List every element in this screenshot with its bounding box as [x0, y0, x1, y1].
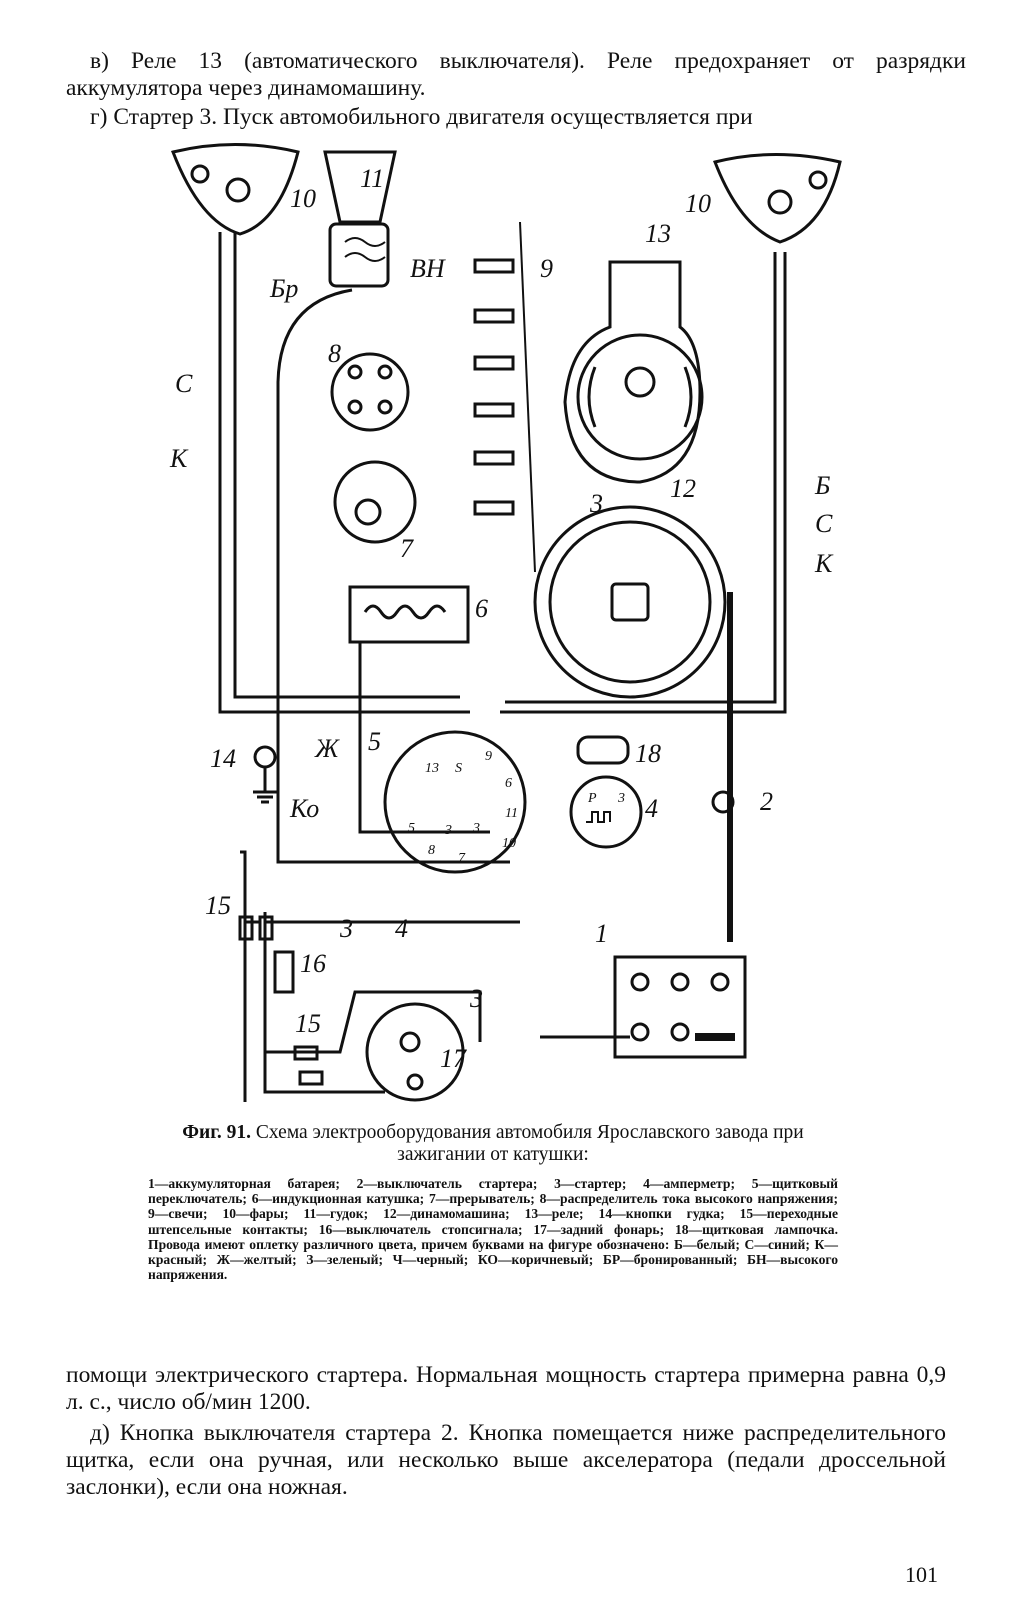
- wiring-diagram: 10 11 10 13 9 ВН Бр 8 С К 12 Б С К 7 3 6…: [169, 143, 842, 1102]
- label-17: 17: [440, 1044, 467, 1073]
- wiring-diagram-figure: 10 11 10 13 9 ВН Бр 8 С К 12 Б С К 7 3 6…: [140, 142, 900, 1102]
- left-headlamp-bulb-small: [190, 164, 210, 184]
- label-15-bottom: 15: [295, 1009, 321, 1038]
- label-15-top: 15: [205, 891, 231, 920]
- label-wire-Ko: Ко: [289, 794, 319, 823]
- horn-button: [253, 745, 277, 769]
- label-wire-C-left: С: [175, 369, 193, 398]
- label-12: 12: [670, 474, 696, 503]
- switch-contact-3a: 3: [444, 823, 452, 838]
- switch-contact-11: 11: [505, 806, 518, 821]
- right-headlamp: [712, 153, 842, 244]
- label-14: 14: [210, 744, 236, 773]
- label-18: 18: [635, 739, 661, 768]
- switch-panel: [383, 730, 527, 874]
- left-headlamp-bulb: [225, 177, 251, 203]
- label-wire-C-right: С: [815, 509, 833, 538]
- figure-caption: Фиг. 91. Схема электрооборудования автом…: [148, 1122, 838, 1166]
- switch-contact-13: 13: [425, 761, 439, 776]
- label-3-wire: 3: [339, 914, 353, 943]
- label-wire-K-left: К: [169, 444, 189, 473]
- label-wire-BH: ВН: [410, 254, 446, 283]
- figure-caption-label: Фиг. 91.: [182, 1122, 252, 1143]
- ignition-coil: [348, 585, 470, 644]
- switch-contact-S: S: [455, 761, 462, 776]
- spark-plugs: [473, 258, 515, 516]
- dynamo: [576, 333, 704, 461]
- switch-contact-5: 5: [408, 821, 415, 836]
- label-10-left: 10: [290, 184, 316, 213]
- label-1: 1: [595, 919, 608, 948]
- label-2: 2: [760, 787, 773, 816]
- ammeter: [569, 775, 643, 849]
- label-13: 13: [645, 219, 671, 248]
- ammeter-label-3: 3: [617, 791, 625, 806]
- plug-contact-15a: [238, 915, 254, 941]
- label-wire-B-right: Б: [814, 471, 830, 500]
- paragraph-starter-button: д) Кнопка выключателя стартера 2. Кнопка…: [66, 1420, 946, 1500]
- label-wire-K-right: К: [814, 549, 834, 578]
- label-5: 5: [368, 727, 381, 756]
- panel-lamp: [576, 735, 630, 765]
- switch-contact-3b: 3: [472, 821, 480, 836]
- label-9: 9: [540, 254, 553, 283]
- label-wire-Zh: Ж: [314, 734, 340, 763]
- ammeter-label-p: P: [587, 791, 597, 806]
- label-11: 11: [360, 164, 384, 193]
- label-wire-Br: Бр: [269, 274, 298, 303]
- battery: [613, 955, 747, 1059]
- relay: [563, 260, 702, 484]
- tail-lamp: [365, 1002, 465, 1102]
- breaker: [333, 460, 417, 544]
- switch-contact-9: 9: [485, 749, 492, 764]
- label-16: 16: [300, 949, 326, 978]
- figure-legend: 1—аккумуляторная батарея; 2—выключатель …: [148, 1176, 838, 1283]
- stop-switch: [273, 950, 295, 994]
- dynamo-armature: [624, 366, 656, 398]
- label-7: 7: [400, 534, 414, 563]
- distributor: [330, 352, 410, 432]
- paragraph-starter-power: помощи электрического стартера. Нормальн…: [66, 1362, 946, 1415]
- starter: [533, 505, 727, 699]
- switch-contact-8: 8: [428, 843, 435, 858]
- label-4: 4: [645, 794, 658, 823]
- figure-caption-title: Схема электрооборудования автомобиля Яро…: [255, 1122, 804, 1165]
- switch-contact-7: 7: [458, 851, 466, 866]
- label-3-starter: 3: [589, 489, 603, 518]
- paragraph-starter-intro: г) Стартер 3. Пуск автомобильного двигат…: [90, 104, 753, 130]
- horn-body: [328, 222, 390, 288]
- switch-contact-6: 6: [505, 776, 512, 791]
- label-6: 6: [475, 594, 488, 623]
- label-8: 8: [328, 339, 341, 368]
- label-10-right: 10: [685, 189, 711, 218]
- plug-contact-15b: [293, 1045, 319, 1061]
- horn: [323, 150, 397, 224]
- label-3-tail: 3: [469, 984, 483, 1013]
- label-4-wire: 4: [395, 914, 408, 943]
- right-headlamp-bulb-small: [808, 170, 828, 190]
- page-number: 101: [905, 1562, 938, 1587]
- starter-switch: [711, 790, 735, 814]
- right-headlamp-bulb: [767, 189, 793, 215]
- switch-contact-10: 10: [502, 836, 516, 851]
- paragraph-relay: в) Реле 13 (автоматического выключателя)…: [66, 48, 966, 101]
- left-headlamp: [170, 143, 300, 236]
